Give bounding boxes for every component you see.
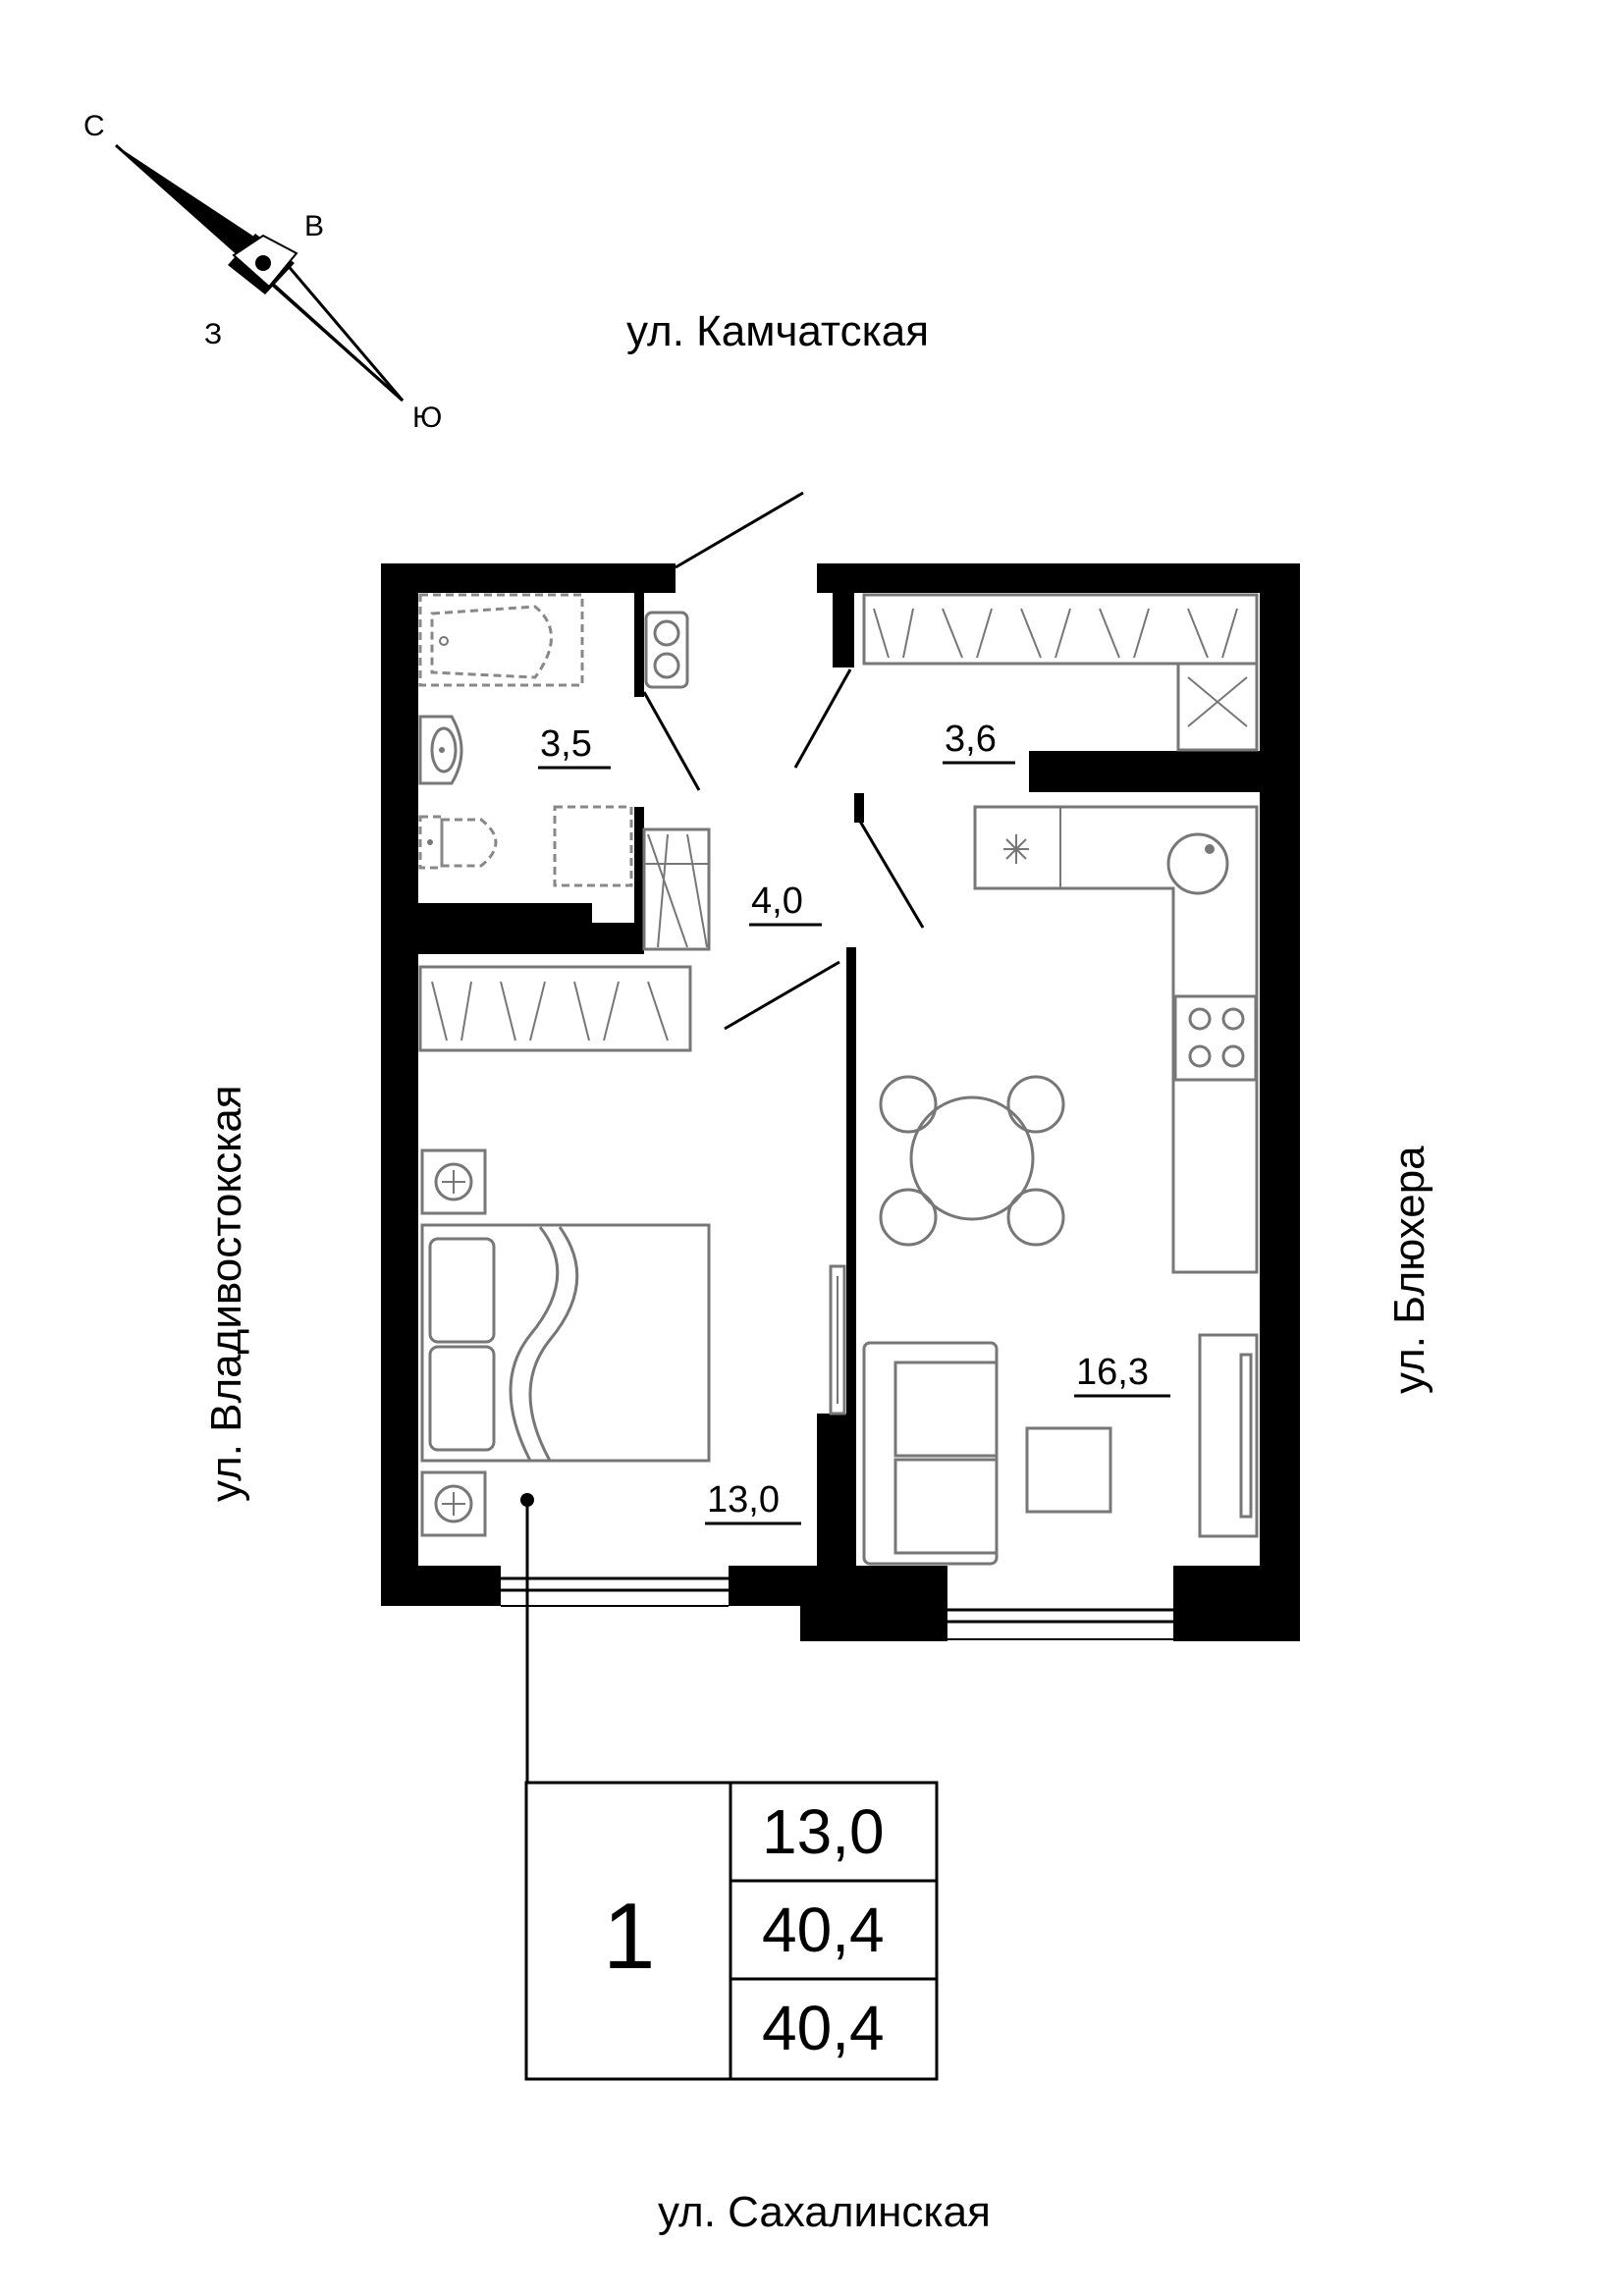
street-right: ул. Блюхера xyxy=(1385,1146,1434,1394)
washing-machine xyxy=(644,611,689,689)
street-bottom: ул. Сахалинская xyxy=(658,2188,991,2236)
street-top: ул. Камчатская xyxy=(626,307,929,355)
compass-west-label: З xyxy=(204,318,222,350)
toilet xyxy=(418,815,498,870)
svg-text:3,6: 3,6 xyxy=(945,719,997,760)
bathtub xyxy=(418,593,584,687)
compass-north-label: С xyxy=(83,110,105,142)
svg-text:13,0: 13,0 xyxy=(707,1479,780,1521)
doors xyxy=(642,491,925,1031)
total-area-value-2: 40,4 xyxy=(762,1993,885,2063)
bathroom-sink xyxy=(418,715,463,785)
bathroom-door xyxy=(642,691,701,791)
room-label-hall: 4,0 xyxy=(749,881,822,927)
hall-closet xyxy=(642,828,711,951)
window-bedroom xyxy=(501,1576,729,1607)
summary-table: 1 13,0 40,4 40,4 xyxy=(524,1781,939,2081)
kitchen-fridge xyxy=(1003,834,1029,864)
bedroom-wardrobe xyxy=(418,965,692,1052)
room-label-kitchen: 16,3 xyxy=(1074,1352,1170,1398)
svg-text:3,5: 3,5 xyxy=(540,723,592,765)
kitchen-door xyxy=(857,819,925,929)
room-label-storage: 3,6 xyxy=(943,719,1015,765)
area-leader xyxy=(520,1493,534,1783)
storage-door xyxy=(793,668,852,769)
nightstand-bottom xyxy=(420,1470,487,1537)
dining-table xyxy=(879,1075,1065,1247)
compass-needle-north xyxy=(116,145,275,270)
nightstand-top xyxy=(420,1148,487,1215)
kitchen-sink xyxy=(1166,832,1229,895)
room-label-bedroom: 13,0 xyxy=(705,1479,801,1525)
total-area-value: 40,4 xyxy=(762,1895,885,1965)
street-left: ул. Владивостокская xyxy=(202,1085,250,1502)
compass-east-label: В xyxy=(304,210,324,242)
bedroom-mirror xyxy=(829,1264,846,1415)
kitchen-counter xyxy=(973,805,1259,1274)
compass-south-label: Ю xyxy=(412,401,442,434)
living-area-value: 13,0 xyxy=(762,1796,885,1867)
svg-text:16,3: 16,3 xyxy=(1076,1352,1149,1393)
double-bed xyxy=(420,1223,711,1463)
svg-text:4,0: 4,0 xyxy=(751,881,803,922)
coffee-table xyxy=(1025,1426,1112,1514)
sofa xyxy=(862,1341,999,1566)
kitchen-stove xyxy=(1173,994,1258,1082)
entrance-door xyxy=(675,491,804,569)
compass-rose: С В З Ю xyxy=(83,110,442,434)
tv-unit xyxy=(1198,1333,1259,1538)
bedroom-door xyxy=(724,960,840,1031)
walls xyxy=(381,563,1300,1641)
storage-wardrobe xyxy=(862,593,1259,752)
rooms-count: 1 xyxy=(603,1884,655,1989)
bathroom-cabinet xyxy=(553,805,633,887)
window-kitchen xyxy=(947,1608,1173,1640)
room-label-bathroom: 3,5 xyxy=(538,723,611,770)
